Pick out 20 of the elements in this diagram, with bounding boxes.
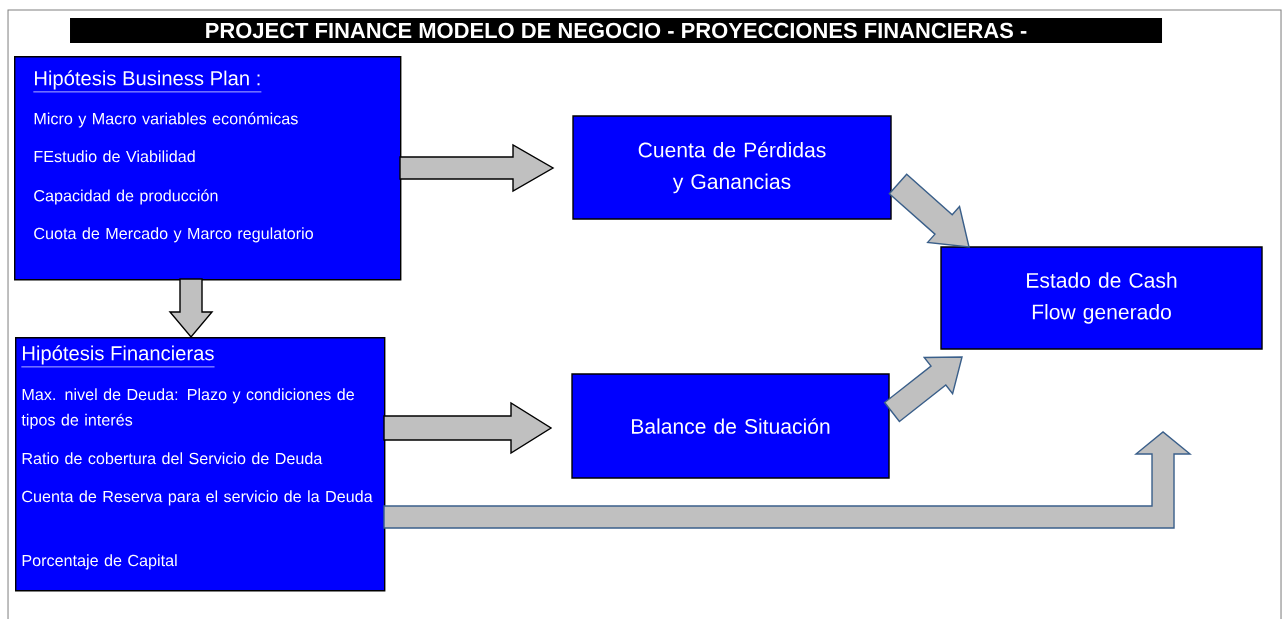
process-box: Estado de Cash Flow generado <box>940 246 1263 350</box>
block-arrow <box>168 278 214 339</box>
list-item: Ratio de cobertura del Servicio de Deuda <box>22 452 323 465</box>
block-arrow <box>383 401 553 455</box>
list-item: Max. nivel de Deuda: Plazo y condiciones de tipos de interés <box>21 388 354 429</box>
box-heading: Hipótesis Business Plan : <box>33 70 262 93</box>
block-arrow <box>383 431 1192 529</box>
list-item: Cuota de Mercado y Marco regulatorio <box>34 227 313 243</box>
list-item: FEstudio de Viabilidad <box>34 150 195 163</box>
process-box: Cuenta de Pérdidas y Ganancias <box>572 115 892 220</box>
list-item: Porcentaje de Capital <box>22 554 177 570</box>
box-heading: Hipótesis Financieras <box>21 345 215 368</box>
list-item: Cuenta de Reserva para el servicio de la Deuda <box>22 490 373 506</box>
list-item: Capacidad de producción <box>34 189 218 205</box>
title-bar: PROJECT FINANCE MODELO DE NEGOCIO - PROYECCIONES FINANCIERAS - <box>70 18 1162 43</box>
block-arrow <box>399 143 555 193</box>
block-arrow <box>883 356 963 423</box>
process-box: Balance de Situación <box>571 373 890 479</box>
block-arrow <box>888 173 970 248</box>
list-item: Micro y Macro variables económicas <box>34 112 298 128</box>
